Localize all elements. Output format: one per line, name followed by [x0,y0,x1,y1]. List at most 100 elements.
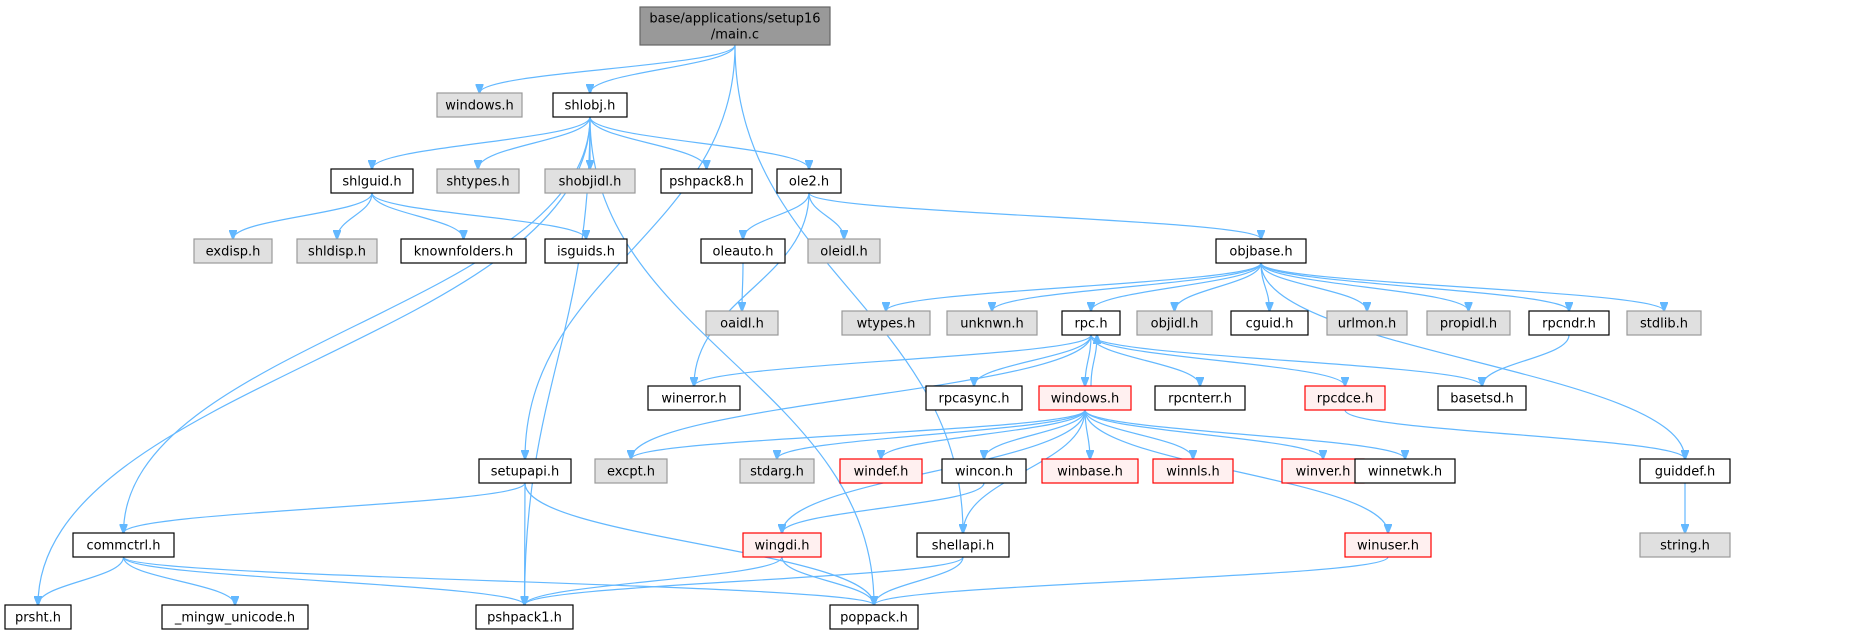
edge-shellapi-to-pshpack1 [525,556,964,605]
node-ole2[interactable]: ole2.h [776,168,842,194]
node-pshpack8[interactable]: pshpack8.h [660,168,753,194]
node-shobjidl[interactable]: shobjidl.h [544,168,636,194]
node-excpt[interactable]: excpt.h [594,458,668,484]
node-label: guiddef.h [1655,465,1716,480]
node-basetsd[interactable]: basetsd.h [1437,385,1527,411]
edge-main-to-shellapi [734,44,963,533]
node-winnls[interactable]: winnls.h [1152,458,1234,484]
edge-ole2-to-winerror [694,192,810,386]
node-shtypes[interactable]: shtypes.h [436,168,520,194]
node-label: shlguid.h [342,175,401,190]
node-prsht[interactable]: prsht.h [4,604,72,630]
node-windef[interactable]: windef.h [839,458,923,484]
node-oaidl[interactable]: oaidl.h [705,310,779,336]
node-stdarg[interactable]: stdarg.h [739,458,815,484]
node-box [1152,458,1234,484]
edge-rpc-to-rpcdce [1090,334,1345,386]
node-label: cguid.h [1246,317,1294,332]
node-box [776,168,842,194]
edge-objbase-to-rpcndr [1260,262,1569,311]
node-box [925,385,1023,411]
node-winerror[interactable]: winerror.h [647,385,741,411]
node-wincon[interactable]: wincon.h [941,458,1027,484]
node-shellapi[interactable]: shellapi.h [916,532,1010,558]
node-guiddef[interactable]: guiddef.h [1639,458,1731,484]
node-string[interactable]: string.h [1639,532,1731,558]
node-label: rpcnterr.h [1168,392,1232,407]
node-setupapi[interactable]: setupapi.h [478,458,572,484]
node-isguids[interactable]: isguids.h [544,238,628,264]
node-box [436,168,520,194]
node-box [1038,385,1132,411]
node-rpcdce[interactable]: rpcdce.h [1304,385,1386,411]
node-label: ole2.h [789,175,829,190]
edge-commctrl-to-mingw_unicode [122,556,236,605]
node-box [1326,310,1408,336]
edge-rpc-to-winerror [694,334,1092,386]
node-unknwn[interactable]: unknwn.h [946,310,1038,336]
node-rpcnterr[interactable]: rpcnterr.h [1154,385,1246,411]
edge-commctrl-to-pshpack1 [122,556,525,605]
node-label: wtypes.h [857,317,916,332]
node-wingdi[interactable]: wingdi.h [742,532,822,558]
node-label: urlmon.h [1338,317,1396,332]
node-label: string.h [1660,539,1710,554]
node-box [941,458,1027,484]
node-box [1215,238,1307,264]
node-main[interactable]: base/applications/setup16/main.c [639,6,831,46]
node-shlguid[interactable]: shlguid.h [330,168,414,194]
node-shldisp[interactable]: shldisp.h [296,238,378,264]
node-winnetwk[interactable]: winnetwk.h [1354,458,1456,484]
node-winver[interactable]: winver.h [1281,458,1365,484]
edge-ole2-to-oleauto [743,192,810,239]
node-poppack[interactable]: poppack.h [829,604,919,630]
node-label: exdisp.h [206,245,261,260]
edge-rpc-to-excpt [631,334,1092,459]
node-mingw-unicode[interactable]: _mingw_unicode.h [161,604,309,630]
node-label: windows.h [1051,392,1119,407]
edge-main-to-setupapi [525,44,736,459]
node-objidl[interactable]: objidl.h [1136,310,1213,336]
node-knownfolders[interactable]: knownfolders.h [400,238,527,264]
node-box [829,604,919,630]
node-rpcndr[interactable]: rpcndr.h [1528,310,1610,336]
node-label: base/applications/setup16 [649,12,820,27]
node-layer: base/applications/setup16/main.c windows.… [4,6,1731,630]
node-propidl[interactable]: propidl.h [1426,310,1511,336]
node-rpcasync[interactable]: rpcasync.h [925,385,1023,411]
edge-main-to-shlobj [590,44,736,93]
node-shlobj[interactable]: shlobj.h [552,92,628,118]
node-box [739,458,815,484]
node-box [1437,385,1527,411]
edge-objbase-to-objidl [1175,262,1262,311]
node-box [193,238,273,264]
edge-shlguid-to-exdisp [233,192,373,239]
node-box [1639,458,1731,484]
edge-shlguid-to-isguids [371,192,586,239]
node-winuser[interactable]: winuser.h [1344,532,1432,558]
node-stdlib[interactable]: stdlib.h [1626,310,1702,336]
node-commctrl[interactable]: commctrl.h [72,532,175,558]
node-wtypes[interactable]: wtypes.h [841,310,931,336]
node-urlmon[interactable]: urlmon.h [1326,310,1408,336]
node-windows-mid[interactable]: windows.h [1038,385,1132,411]
node-oleidl[interactable]: oleidl.h [807,238,881,264]
node-label: rpcdce.h [1317,392,1374,407]
node-label: pshpack8.h [669,175,744,190]
node-label: winuser.h [1357,539,1419,554]
node-cguid[interactable]: cguid.h [1230,310,1309,336]
node-winbase[interactable]: winbase.h [1041,458,1139,484]
node-box [807,238,881,264]
edge-objbase-to-wtypes [886,262,1262,311]
node-box [552,92,628,118]
node-exdisp[interactable]: exdisp.h [193,238,273,264]
node-windows-top[interactable]: windows.h [436,92,523,118]
node-box [647,385,741,411]
node-label: shobjidl.h [559,175,622,190]
node-pshpack1[interactable]: pshpack1.h [475,604,574,630]
node-oleauto[interactable]: oleauto.h [700,238,786,264]
node-rpc[interactable]: rpc.h [1061,310,1121,336]
node-objbase[interactable]: objbase.h [1215,238,1307,264]
node-box [1344,532,1432,558]
